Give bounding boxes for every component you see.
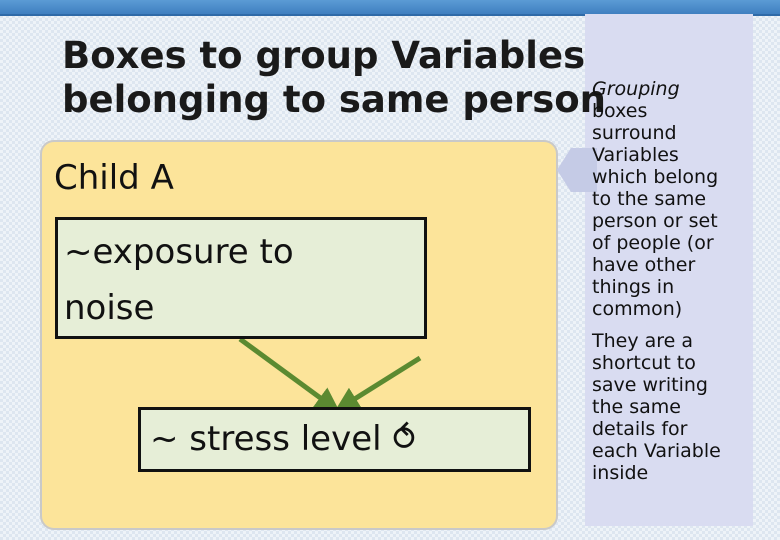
callout-line: They are a (592, 330, 694, 352)
callout-line: Variables (592, 144, 679, 166)
variable-exposure-line1: ~exposure to (64, 232, 294, 272)
group-label: Child A (54, 158, 174, 198)
callout-line: each Variable (592, 440, 721, 462)
variable-exposure-line2: noise (64, 288, 155, 328)
callout-line: the same (592, 396, 681, 418)
causal-arrow-external-to-stress (334, 355, 422, 412)
callout-line: things in (592, 276, 675, 298)
callout-line: save writing (592, 374, 708, 396)
callout-line: shortcut to (592, 352, 696, 374)
callout-para2: They are a shortcut to save writing the … (592, 330, 748, 484)
callout-heading: Grouping (592, 78, 680, 100)
callout-line: boxes (592, 100, 648, 122)
slide-title-line2: belonging to same person (62, 78, 607, 121)
top-accent-bar (0, 0, 780, 16)
callout-line: inside (592, 462, 649, 484)
callout-line: have other (592, 254, 696, 276)
callout-side-panel (585, 14, 753, 526)
causal-arrow-exposure-to-stress (238, 336, 341, 413)
callout-text: Grouping boxes surround Variables which … (592, 78, 748, 484)
measured-over-time-icon: ⥀ (392, 419, 416, 459)
callout-line: common) (592, 298, 683, 320)
callout-line: person or set (592, 210, 718, 232)
variable-stress-label: ~ stress level (150, 419, 382, 459)
slide-title: Boxes to group Variables belonging to sa… (62, 34, 682, 122)
callout-line: of people (or (592, 232, 714, 254)
variable-box-exposure[interactable]: ~exposure to noise (55, 217, 427, 339)
callout-line: surround (592, 122, 677, 144)
slide-title-line1: Boxes to group Variables (62, 34, 586, 77)
callout-line: to the same (592, 188, 707, 210)
callout-line: details for (592, 418, 688, 440)
callout-line: which belong (592, 166, 719, 188)
variable-box-stress[interactable]: ~ stress level ⥀ (138, 407, 531, 472)
callout-para1: boxes surround Variables which belong to… (592, 100, 748, 320)
